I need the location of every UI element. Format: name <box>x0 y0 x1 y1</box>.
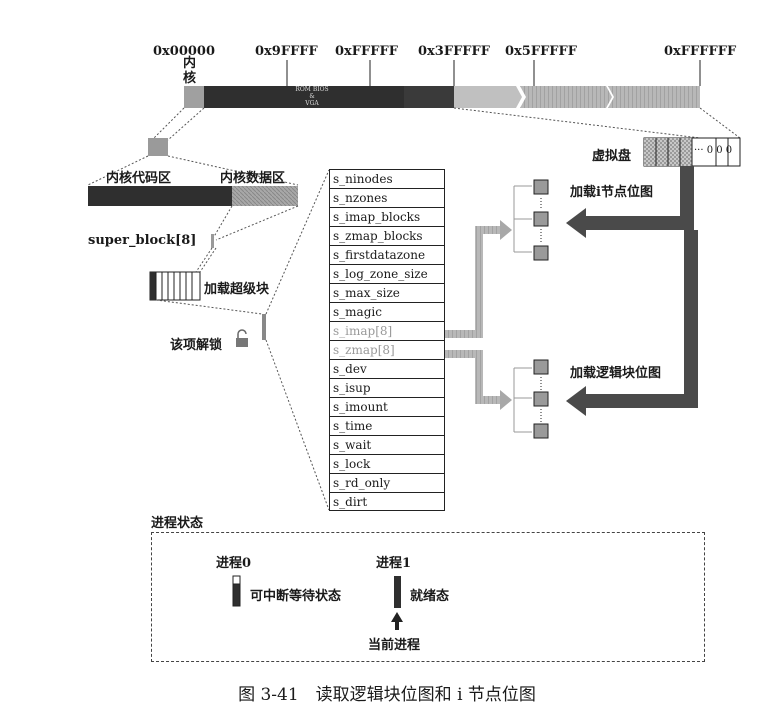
super-block-field: s_log_zone_size <box>330 265 444 284</box>
super-block-field: s_lock <box>330 455 444 474</box>
kernel-code-label: 内核代码区 <box>106 171 172 186</box>
zoom-array-to-item <box>155 299 263 315</box>
main-mem-segment-2 <box>608 86 700 108</box>
zoom-sb-to-array-2 <box>199 247 217 273</box>
super-block-field: s_imap_blocks <box>330 208 444 227</box>
kernel-data-area <box>232 186 298 206</box>
inode-bitmap-group <box>513 179 549 261</box>
addr-label-4: 0x5FFFFF <box>505 44 577 59</box>
super-block-field: s_rd_only <box>330 474 444 493</box>
selected-super-block <box>262 314 266 340</box>
super-block-field: s_dirt <box>333 495 368 509</box>
process0-state: 可中断等待状态 <box>250 589 342 604</box>
super-block-array <box>149 271 201 301</box>
super-block-field: s_magic <box>330 303 444 322</box>
unlock-label: 该项解锁 <box>170 338 223 353</box>
process0-indicator <box>232 575 241 607</box>
logic-bitmap-group <box>513 359 549 439</box>
zoom-line-disk-left <box>453 107 701 139</box>
ramdisk-segment <box>454 86 522 108</box>
lock-icon <box>236 329 248 347</box>
process1-indicator <box>394 576 401 608</box>
zmap-arrow <box>445 350 512 410</box>
buffer-segment <box>404 86 454 108</box>
kernel-block <box>148 138 168 156</box>
addr-label-2: 0xFFFFF <box>335 44 398 59</box>
process1-state: 就绪态 <box>410 589 450 604</box>
process-state-title: 进程状态 <box>151 516 204 531</box>
super-block-field: s_imount <box>330 398 444 417</box>
addr-label-1: 0x9FFFF <box>255 44 318 59</box>
imap-arrow <box>445 220 512 338</box>
process-state-box <box>151 532 705 662</box>
super-block-field: s_isup <box>330 379 444 398</box>
zoom-item-bottom <box>265 339 330 511</box>
kernel-label: 内核 <box>183 56 197 86</box>
main-mem-segment-1 <box>520 86 612 108</box>
kernel-segment <box>184 86 204 108</box>
disk-to-logic-arrow <box>566 230 698 416</box>
super-block-field: s_wait <box>330 436 444 455</box>
super-block-field: s_zmap[8] <box>330 341 444 360</box>
super-block-label: super_block[8] <box>88 233 197 248</box>
load-inode-bitmap-label: 加载i节点位图 <box>570 185 653 200</box>
load-logic-bitmap-label: 加载逻辑块位图 <box>570 366 662 381</box>
current-process-label: 当前进程 <box>368 638 421 653</box>
zoom-line-left <box>151 107 185 141</box>
super-block-field: s_dev <box>330 360 444 379</box>
zoom-line-mid <box>167 107 205 141</box>
figure-caption: 图 3-41 读取逻辑块位图和 i 节点位图 <box>238 685 536 705</box>
super-block-field: s_max_size <box>330 284 444 303</box>
virtual-disk <box>643 137 741 167</box>
zoom-data-to-sb <box>215 205 299 241</box>
super-block-field: s_imap[8] <box>330 322 444 341</box>
virtual-disk-label: 虚拟盘 <box>592 149 632 164</box>
memory-bar <box>184 60 701 108</box>
zoom-sb-to-array <box>195 247 213 273</box>
super-block-field: s_time <box>330 417 444 436</box>
virtual-disk-tail: ··· 0 0 0 <box>694 145 733 156</box>
load-super-block-label: 加载超级块 <box>204 282 270 297</box>
disk-to-inode-arrow <box>566 166 694 238</box>
rom-bios-label: ROM BIOS & VGA <box>292 86 332 107</box>
current-process-arrow <box>391 612 403 630</box>
process0-label: 进程0 <box>216 556 252 571</box>
zoom-data-to-sb-2 <box>211 205 233 241</box>
rom-label-line2: & <box>309 93 315 100</box>
addr-label-3: 0x3FFFFF <box>418 44 490 59</box>
rom-bios-segment <box>204 86 404 108</box>
rom-label-line3: VGA <box>305 100 319 107</box>
super-block-field: s_firstdatazone <box>330 246 444 265</box>
process1-label: 进程1 <box>376 556 412 571</box>
super-block-field: s_ninodes <box>330 170 444 189</box>
addr-label-0: 0x00000 <box>153 44 216 59</box>
rom-label-line1: ROM BIOS <box>295 86 329 93</box>
kernel-code-area <box>88 186 232 206</box>
super-block-marker <box>211 234 214 248</box>
kernel-data-label: 内核数据区 <box>220 171 286 186</box>
super-block-field: s_nzones <box>330 189 444 208</box>
addr-label-5: 0xFFFFFF <box>664 44 737 59</box>
super-block-field: s_zmap_blocks <box>330 227 444 246</box>
zoom-kernel-left <box>87 155 149 186</box>
zoom-line-disk-right <box>699 107 741 139</box>
